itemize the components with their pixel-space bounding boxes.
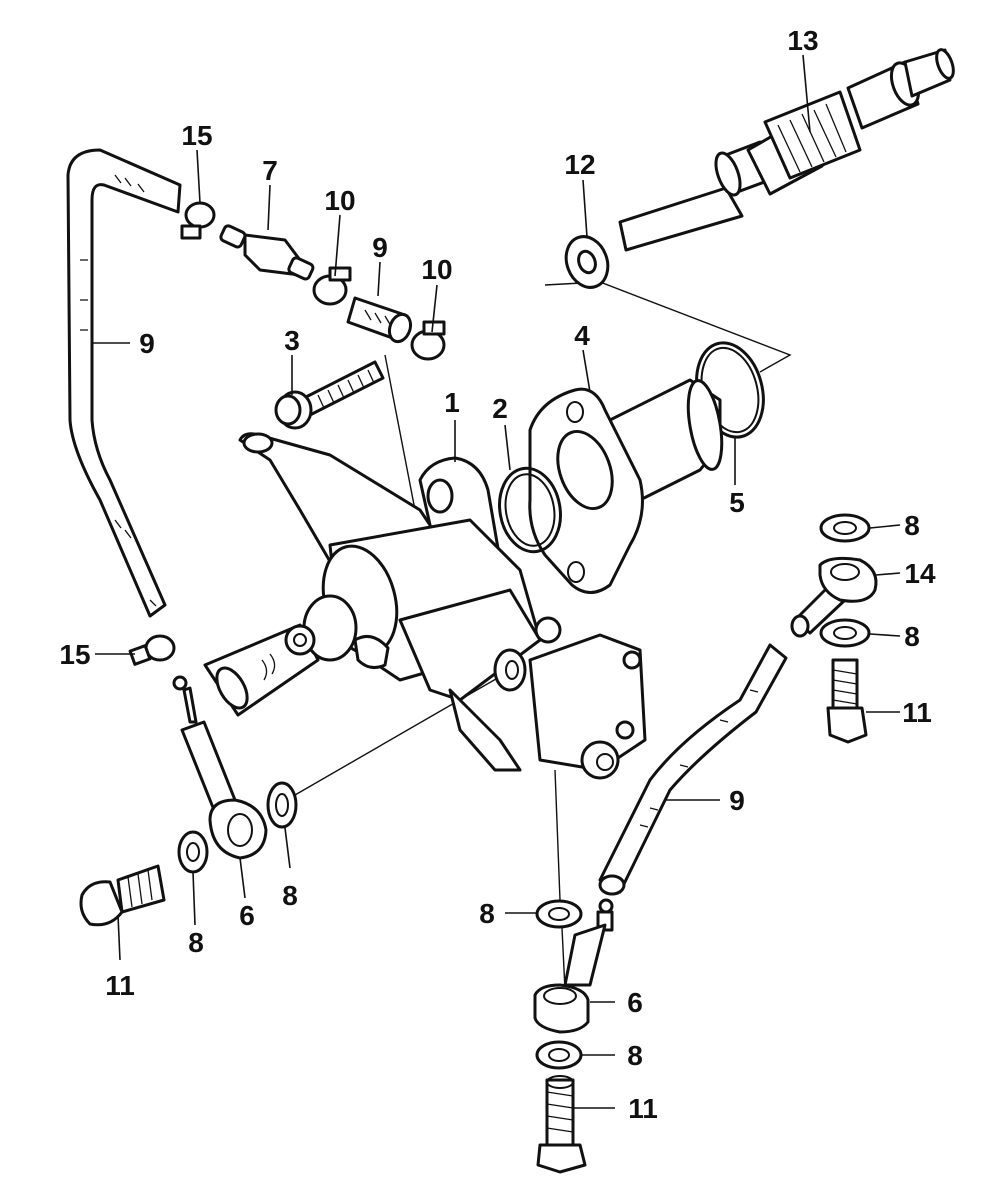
hose-9-short bbox=[346, 296, 413, 344]
washer-8-center bbox=[266, 781, 298, 829]
banjo-bolt-11-left bbox=[79, 864, 166, 927]
label-9-top: 9 bbox=[372, 232, 388, 263]
label-5: 5 bbox=[729, 487, 745, 518]
label-8-bottom-lower: 8 bbox=[627, 1040, 643, 1071]
banjo-fitting-6-bottom bbox=[533, 898, 614, 1034]
label-8-left: 8 bbox=[188, 927, 204, 958]
banjo-fitting-14 bbox=[790, 556, 878, 638]
label-11-right: 11 bbox=[902, 697, 932, 728]
washer-8-left bbox=[177, 830, 209, 874]
label-6-bottom: 6 bbox=[627, 987, 643, 1018]
label-11-bottom: 11 bbox=[628, 1093, 658, 1124]
label-4: 4 bbox=[574, 320, 590, 351]
check-valve-7 bbox=[219, 224, 315, 281]
label-12: 12 bbox=[564, 149, 595, 180]
alignment-lines bbox=[294, 281, 792, 991]
bolt-3 bbox=[274, 360, 385, 430]
oil-pump-body-1 bbox=[203, 432, 647, 780]
label-10-b: 10 bbox=[421, 254, 452, 285]
washer-8-right-top bbox=[819, 513, 871, 543]
label-8-center: 8 bbox=[282, 880, 298, 911]
label-3: 3 bbox=[284, 325, 300, 356]
label-7: 7 bbox=[262, 155, 278, 186]
washer-8-bottom-lower bbox=[535, 1040, 583, 1070]
washer-8-bottom-upper bbox=[535, 899, 583, 929]
hose-clip-15-left bbox=[128, 634, 176, 666]
hose-clip-15-top bbox=[180, 201, 216, 240]
leader-lines bbox=[92, 54, 901, 1109]
label-8-right-top: 8 bbox=[904, 510, 920, 541]
label-2: 2 bbox=[492, 393, 508, 424]
label-14: 14 bbox=[904, 558, 936, 589]
hose-clamp-10-b bbox=[410, 320, 446, 361]
hose-9-right bbox=[598, 643, 788, 896]
drive-shaft-gear bbox=[618, 48, 955, 252]
label-8-right-mid: 8 bbox=[904, 621, 920, 652]
label-9-right: 9 bbox=[729, 785, 745, 816]
hose-9-left bbox=[66, 148, 182, 618]
label-15-left: 15 bbox=[59, 639, 90, 670]
label-11-left: 11 bbox=[105, 970, 135, 1001]
banjo-bolt-11-right bbox=[826, 658, 868, 744]
banjo-bolt-11-bottom bbox=[536, 1075, 587, 1174]
label-9-left: 9 bbox=[139, 328, 155, 359]
washer-12 bbox=[564, 235, 610, 289]
label-6-left: 6 bbox=[239, 900, 255, 931]
callout-labels: 1 2 3 4 5 6 6 7 8 8 8 8 8 8 9 9 9 10 10 … bbox=[59, 25, 936, 1124]
label-15-top: 15 bbox=[181, 120, 212, 151]
label-10-a: 10 bbox=[324, 185, 355, 216]
banjo-fitting-6-left bbox=[172, 675, 268, 860]
hose-clamp-10-a bbox=[312, 266, 352, 306]
o-ring-2 bbox=[498, 466, 562, 554]
label-13: 13 bbox=[787, 25, 818, 56]
label-8-bottom-upper: 8 bbox=[479, 898, 495, 929]
label-1: 1 bbox=[444, 387, 460, 418]
washer-8-right-mid bbox=[819, 618, 871, 648]
flange-housing-4 bbox=[528, 378, 724, 594]
